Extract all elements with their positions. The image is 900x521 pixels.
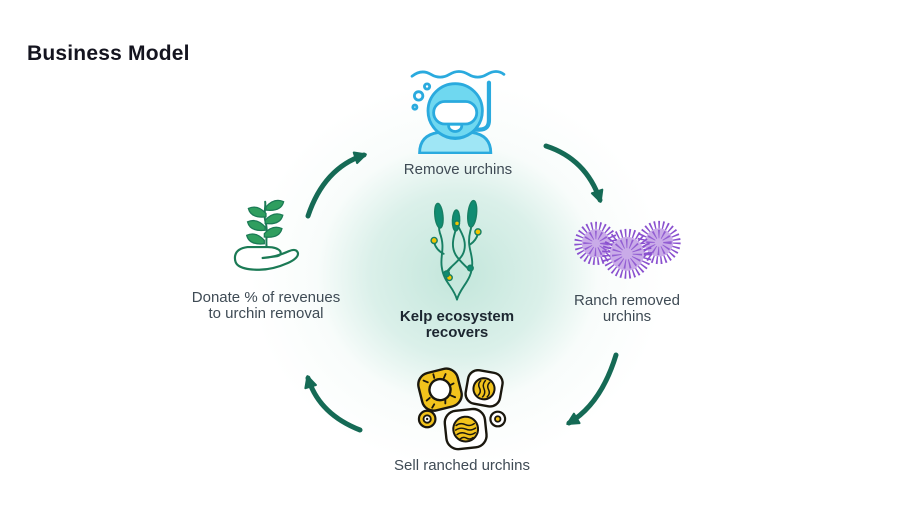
hand-plant-icon [233,199,300,271]
arrow-ranch-to-sell [566,352,619,426]
node-label: Kelp ecosystem recovers [399,308,515,341]
node-remove-urchins: Remove urchins [378,64,538,178]
arrow-donate-to-remove [305,151,367,219]
urchins-icon [574,220,681,279]
node-donate-revenues: Donate % of revenues to urchin removal [176,194,356,322]
kelp-icon [430,199,482,301]
arrow-sell-to-donate [304,375,363,433]
node-sell-ranched-urchins: Sell ranched urchins [372,364,552,474]
diver-icon [410,70,506,154]
uni-sushi-icon [417,367,507,451]
node-kelp-ecosystem: Kelp ecosystem recovers [377,198,537,341]
node-ranch-removed-urchins: Ranch removed urchins [552,218,702,325]
node-label: Remove urchins [403,161,513,178]
node-label: Donate % of revenues to urchin removal [191,289,341,322]
arrow-remove-to-ranch [543,143,604,203]
node-label: Ranch removed urchins [574,292,680,325]
node-label: Sell ranched urchins [394,457,530,474]
page-title: Business Model [27,42,190,65]
